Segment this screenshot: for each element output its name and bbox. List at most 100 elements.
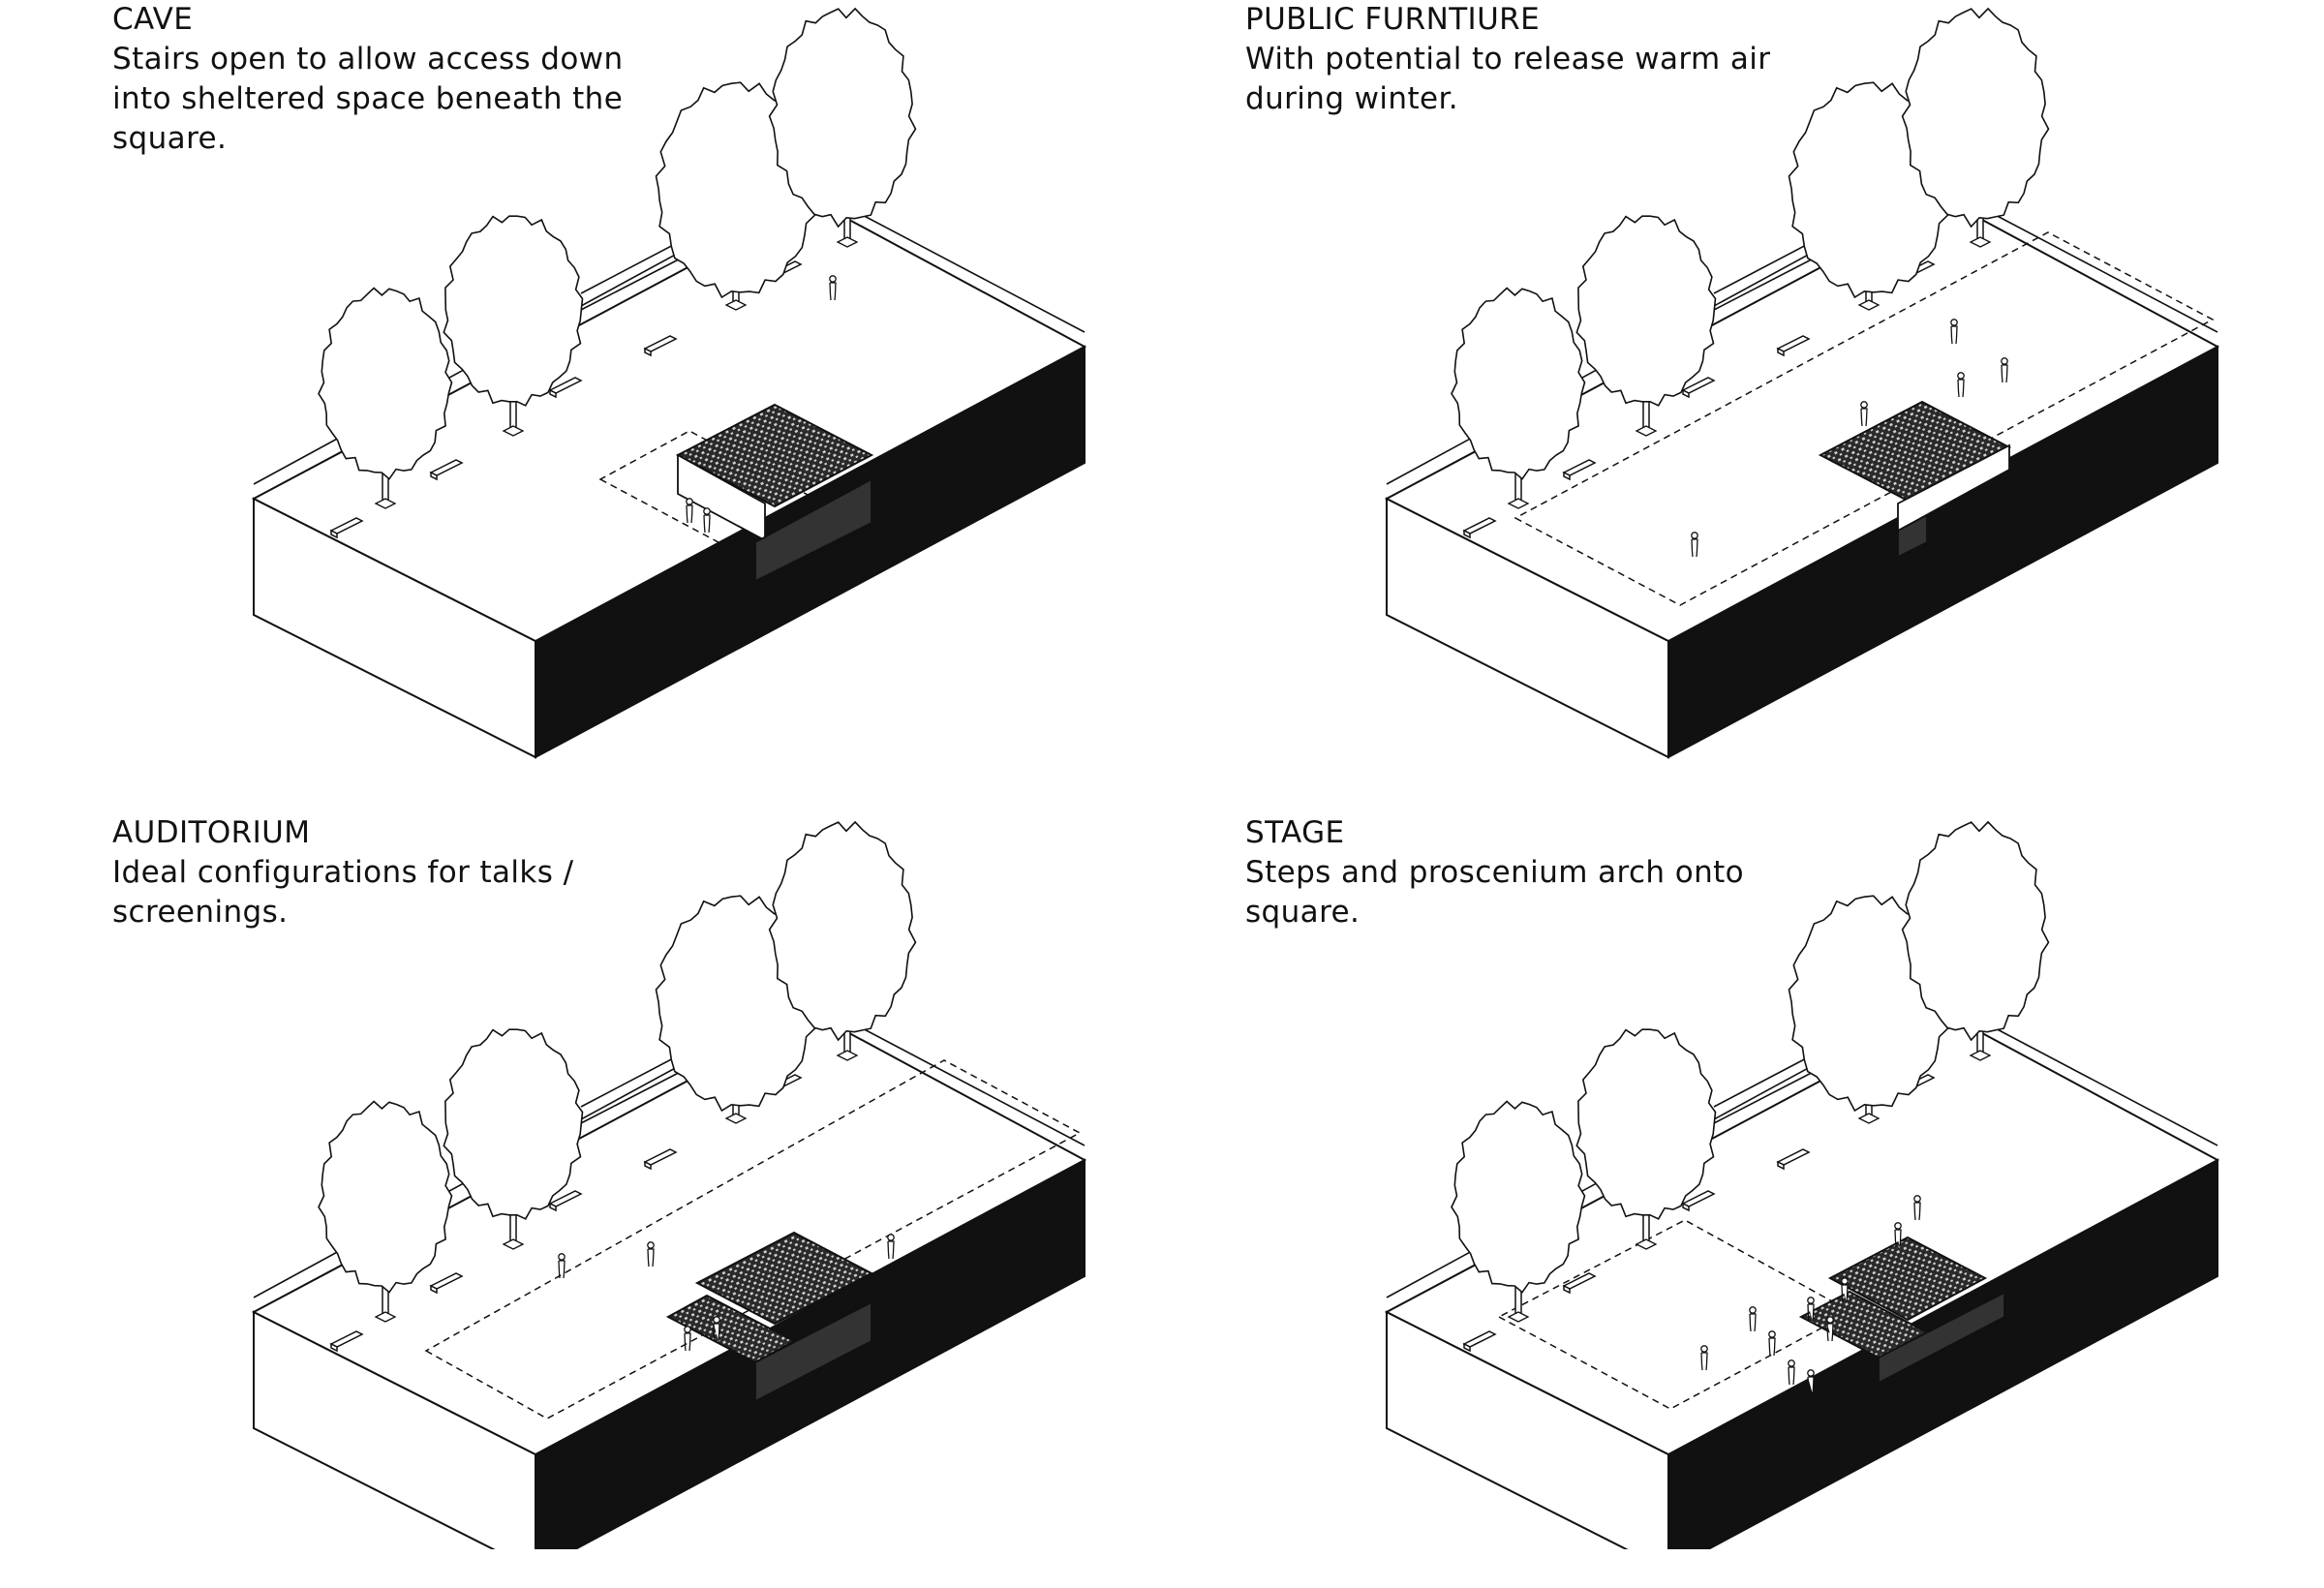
person-head bbox=[648, 1242, 654, 1248]
tree-canopy bbox=[443, 1029, 582, 1219]
tree-grate bbox=[1859, 300, 1879, 310]
bench-side bbox=[645, 1162, 651, 1169]
caption-auditorium: AUDITORIUM Ideal configurations for talk… bbox=[112, 813, 693, 932]
caption-public-furniture: PUBLIC FURNTIURE With potential to relea… bbox=[1245, 0, 1826, 119]
tree-canopy bbox=[1576, 216, 1715, 406]
tree-canopy bbox=[1903, 822, 2049, 1040]
bench-side bbox=[1778, 349, 1784, 355]
pavilion-section bbox=[1879, 1293, 2004, 1383]
tree-grate bbox=[376, 1312, 395, 1322]
person-body bbox=[1958, 380, 1964, 397]
tree-grate bbox=[1509, 499, 1528, 508]
person-body bbox=[704, 515, 710, 533]
site-block bbox=[1387, 9, 2217, 757]
tree-grate bbox=[504, 426, 523, 436]
person-head bbox=[714, 1317, 719, 1323]
tree-grate bbox=[376, 499, 395, 508]
tree-canopy bbox=[319, 289, 452, 479]
person-head bbox=[1827, 1317, 1833, 1323]
person-body bbox=[1701, 1353, 1707, 1370]
bench-side bbox=[550, 1204, 556, 1210]
site-block bbox=[254, 9, 1085, 757]
person-body bbox=[687, 505, 692, 523]
panel-description: Ideal configurations for talks / screeni… bbox=[112, 855, 574, 930]
person-head bbox=[1808, 1298, 1814, 1303]
person-head bbox=[888, 1235, 894, 1240]
tree-grate bbox=[504, 1239, 523, 1249]
site-block bbox=[254, 822, 1085, 1549]
person-head bbox=[1808, 1370, 1814, 1376]
dashed-square-outline bbox=[600, 431, 833, 557]
hatched-roof bbox=[668, 1296, 794, 1362]
person-body bbox=[1951, 326, 1957, 344]
isometric-drawing-public-furniture bbox=[1133, 0, 2295, 775]
bench-side bbox=[550, 390, 556, 397]
person-body bbox=[1750, 1314, 1756, 1331]
person-body bbox=[714, 1324, 719, 1341]
caption-cave: CAVE Stairs open to allow access down in… bbox=[112, 0, 693, 159]
person-body bbox=[1769, 1338, 1775, 1356]
isometric-drawing-auditorium bbox=[0, 813, 1162, 1549]
tree-grate bbox=[726, 1114, 746, 1123]
person-head bbox=[687, 499, 692, 504]
pavilion-side bbox=[1898, 445, 2009, 531]
pavilion-section bbox=[755, 479, 872, 581]
person-head bbox=[1750, 1307, 1756, 1313]
panel-title: STAGE bbox=[1245, 815, 1345, 850]
tree-canopy bbox=[770, 9, 916, 227]
tree-grate bbox=[1636, 1239, 1656, 1249]
person-body bbox=[1914, 1203, 1920, 1220]
bench-side bbox=[331, 1344, 337, 1351]
panel-description: With potential to release warm air durin… bbox=[1245, 42, 1771, 116]
person-head bbox=[1895, 1223, 1901, 1229]
bench-side bbox=[1683, 1204, 1689, 1210]
caption-stage: STAGE Steps and proscenium arch onto squ… bbox=[1245, 813, 1826, 932]
person-head bbox=[1769, 1331, 1775, 1337]
person-head bbox=[704, 508, 710, 514]
tree-canopy bbox=[1903, 9, 2049, 227]
person-body bbox=[1842, 1285, 1848, 1302]
hatched-roof bbox=[1830, 1237, 1985, 1320]
person-body bbox=[559, 1261, 565, 1278]
person-head bbox=[559, 1254, 565, 1260]
person-body bbox=[2002, 365, 2007, 382]
tree-canopy bbox=[1576, 1029, 1715, 1219]
person-head bbox=[1914, 1196, 1920, 1202]
tree-grate bbox=[1859, 1114, 1879, 1123]
person-body bbox=[888, 1241, 894, 1259]
panel-public-furniture: PUBLIC FURNTIURE With potential to relea… bbox=[1133, 0, 2295, 775]
panel-cave: CAVE Stairs open to allow access down in… bbox=[0, 0, 1162, 775]
person-body bbox=[1692, 539, 1697, 557]
tree-canopy bbox=[770, 822, 916, 1040]
tree-canopy bbox=[319, 1102, 452, 1293]
pavement-edge bbox=[1988, 1024, 2217, 1145]
bench-side bbox=[1464, 1344, 1470, 1351]
person-body bbox=[685, 1333, 690, 1351]
block-top bbox=[254, 200, 1085, 641]
tree-grate bbox=[726, 300, 746, 310]
tree-grate bbox=[1509, 1312, 1528, 1322]
block-top bbox=[1387, 200, 2217, 641]
person-head bbox=[1951, 320, 1957, 325]
tree-canopy bbox=[1452, 289, 1585, 479]
person-body bbox=[1861, 409, 1867, 426]
person-head bbox=[685, 1327, 690, 1332]
person-body bbox=[1789, 1367, 1794, 1385]
person-body bbox=[1808, 1304, 1814, 1322]
pavilion-section bbox=[1898, 515, 1927, 557]
person-head bbox=[1842, 1278, 1848, 1284]
panel-title: PUBLIC FURNTIURE bbox=[1245, 2, 1541, 37]
isometric-drawing-stage bbox=[1133, 813, 2295, 1549]
bench-side bbox=[645, 349, 651, 355]
dashed-square-outline bbox=[1515, 232, 2213, 605]
person-body bbox=[648, 1249, 654, 1267]
person-head bbox=[2002, 358, 2007, 364]
pavement-edge bbox=[855, 1024, 1085, 1145]
person-head bbox=[1958, 373, 1964, 379]
hatched-roof bbox=[678, 405, 872, 506]
bench-side bbox=[1564, 1286, 1570, 1293]
tree-grate bbox=[1636, 426, 1656, 436]
bench-side bbox=[331, 531, 337, 537]
hatched-roof bbox=[697, 1233, 872, 1324]
tree-grate bbox=[838, 1051, 857, 1060]
